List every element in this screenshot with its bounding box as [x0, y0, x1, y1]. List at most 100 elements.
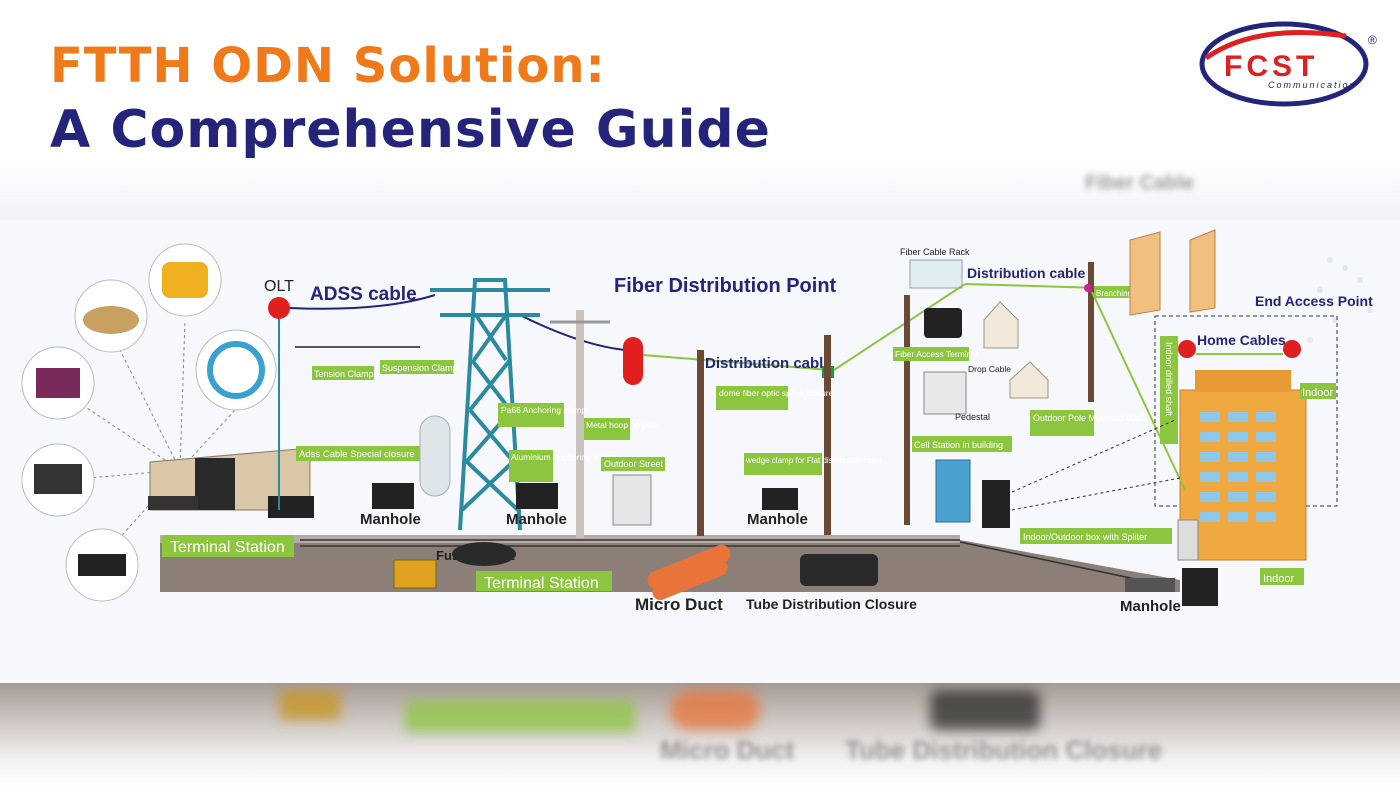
blurred-fusion	[280, 690, 340, 720]
manhole-cabinet-4	[1182, 568, 1218, 606]
manhole-box-1	[372, 483, 414, 509]
fusion-splicer	[393, 559, 437, 589]
indoor-bottom-label-bg	[1260, 568, 1304, 585]
olt-node	[268, 297, 290, 319]
fiber-access-terminal-device	[924, 308, 962, 338]
pa66-label: Pa66 Anchoring clamp	[501, 405, 586, 415]
distribution-cable-mid-label: Distribution cable	[705, 355, 832, 372]
manhole-label-3: Manhole	[747, 511, 808, 528]
end-access-point-label: End Access Point	[1255, 293, 1373, 309]
distribution-line-rise	[833, 283, 966, 371]
outdoor-cabinet	[612, 474, 652, 526]
home-node-left	[1178, 340, 1196, 358]
terminal-box-icon	[78, 554, 126, 576]
utility-pole-3	[824, 335, 831, 535]
logo-registered-mark: ®	[1368, 33, 1377, 47]
olt-label: OLT	[264, 278, 294, 295]
cell-station-label-bg	[912, 436, 1012, 452]
logo-text: FCST	[1224, 50, 1318, 83]
adss-closure-label: Adss Cable Special closure	[299, 449, 415, 460]
pa66-label-bg	[498, 403, 564, 427]
utility-pole-5	[1088, 262, 1094, 402]
inline-closure	[452, 542, 516, 566]
blurred-footer-right: Tube Distribution Closure	[845, 735, 1163, 765]
blurred-duct	[670, 690, 760, 730]
fat-label: Fiber Access Terminal	[895, 349, 978, 359]
fiber-cable-rack-label: Fiber Cable Rack	[900, 247, 970, 257]
distribution-cable-top-label: Distribution cable	[967, 265, 1085, 281]
outdoor-pole-label-bg	[1030, 410, 1094, 436]
cable-reel-icon	[83, 306, 139, 334]
cell-station-label: Cell Station in building	[914, 440, 1003, 450]
adss-closure-label-bg	[296, 446, 420, 461]
tension-clamp-label: Tension Clamp	[314, 369, 374, 379]
micro-duct-label: Micro Duct	[635, 595, 723, 614]
fcst-logo: FCST Communication ®	[1199, 21, 1377, 107]
terminal-closure	[268, 496, 314, 518]
suspension-clamp-label: Suspension Clamp	[382, 363, 458, 373]
home-node-right	[1283, 340, 1301, 358]
outdoor-street-label-bg	[601, 457, 665, 471]
logo-subtext: Communication	[1268, 80, 1357, 90]
blurred-top-band	[0, 160, 1400, 220]
metal-hoop-label: Metal hoop on pole	[586, 420, 659, 430]
building-equipment	[148, 496, 198, 510]
distribution-line-mid	[642, 354, 831, 371]
dome-closure-label-bg	[716, 386, 788, 410]
background-map-dots	[1297, 257, 1373, 343]
diagram-canvas: Terminal Station OLT ADSS cable Tension …	[21, 229, 1373, 615]
apartment-1	[1129, 231, 1161, 316]
indoor-outdoor-label: Indoor/Outdoor box with Spliter	[1023, 532, 1147, 542]
manhole-box-3	[762, 488, 798, 510]
micro-duct-tubes	[647, 544, 731, 600]
indoor-shaft-label-bg	[1160, 336, 1178, 444]
fdp-label: Fiber Distribution Point	[614, 275, 837, 297]
outdoor-pole-label: Outdoor Pole Mounted Wall	[1033, 413, 1143, 423]
apartment-roof	[1195, 370, 1291, 392]
home-cables-label: Home Cables	[1197, 332, 1286, 348]
utility-pole-1	[576, 310, 584, 538]
ftth-diagram: Terminal Station OLT ADSS cable Tension …	[0, 220, 1400, 683]
patchcord-icon	[207, 341, 265, 399]
indoor-bottom-label: Indoor	[1263, 573, 1295, 585]
pedestal-label: Pedestal	[955, 412, 990, 422]
utility-pole-4	[904, 295, 910, 525]
apartment-2	[1189, 229, 1216, 313]
terminal-station-2-label: Terminal Station	[484, 575, 599, 592]
fiber-cable-rack	[909, 259, 963, 289]
fat-label-bg	[893, 347, 969, 361]
title-line-2: A Comprehensive Guide	[50, 100, 771, 160]
aluminium-label-bg	[509, 450, 553, 482]
branching-label: Branching	[1096, 289, 1132, 298]
duct-line-slope	[959, 541, 1141, 581]
house-1	[983, 301, 1019, 349]
utility-pole-2	[697, 350, 704, 536]
fdp-red-node	[623, 337, 643, 385]
adss-cable-line-2	[519, 314, 626, 351]
cell-link-2	[1011, 477, 1181, 511]
manhole-box-4	[1125, 578, 1175, 592]
cell-station-cabinet	[982, 480, 1010, 528]
adss-cable-label: ADSS cable	[310, 284, 417, 305]
manhole-label-4: Manhole	[1120, 598, 1181, 615]
drop-cable-label: Drop Cable	[968, 364, 1011, 374]
tension-clamp-label-bg	[312, 366, 374, 380]
odf-icon	[36, 368, 80, 398]
terminal-station-label-bg	[162, 535, 294, 557]
blurred-footer-left: Micro Duct	[660, 735, 795, 765]
manhole-label-1: Manhole	[360, 511, 421, 528]
ground-top	[160, 535, 960, 543]
branching-label-bg	[1094, 286, 1138, 298]
suspension-clamp-label-bg	[380, 360, 454, 374]
wedge-clamp-label-bg	[744, 453, 822, 475]
adss-cable-line	[289, 294, 436, 310]
blurred-closure	[930, 690, 1040, 730]
dome-closure-label: dome fiber optic splice closure	[719, 388, 834, 398]
metal-hoop-label-bg	[584, 418, 630, 440]
blurred-label-bar	[405, 700, 635, 732]
wedge-clamp-label: wedge clamp for Flat distribution cable	[745, 456, 883, 465]
terminal-station-label: Terminal Station	[170, 539, 285, 556]
rack-cabinet	[195, 458, 235, 510]
pole-mounted-box	[923, 371, 967, 415]
manhole-box-2	[516, 483, 558, 509]
